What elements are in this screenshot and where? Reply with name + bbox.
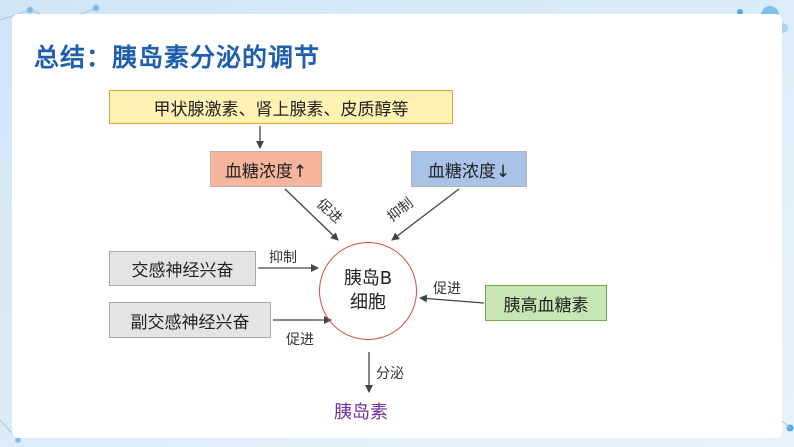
label-symp-inhibit: 抑制 (269, 250, 297, 266)
label-high-promote: 促进 (313, 196, 345, 227)
node-insulin: 胰岛素 (334, 402, 388, 423)
arrow-glucose-high-to-cell (284, 188, 339, 241)
slide-title: 总结：胰岛素分泌的调节 (34, 43, 321, 72)
label-glucagon-promote: 促进 (433, 281, 461, 297)
node-sympathetic: 交感神经兴奋 (109, 251, 256, 286)
node-glucose-low: 血糖浓度↓ (411, 151, 527, 187)
node-glucose-high: 血糖浓度↑ (210, 151, 322, 187)
node-beta-cell: 胰岛B 细胞 (319, 242, 417, 340)
arrow-glucose-low-to-cell (391, 188, 460, 241)
node-parasympathetic: 副交感神经兴奋 (109, 302, 271, 338)
beta-cell-line-1: 胰岛B (343, 267, 393, 289)
beta-cell-line-2: 细胞 (350, 292, 386, 313)
label-para-promote: 促进 (286, 332, 314, 348)
label-secrete: 分泌 (376, 366, 404, 382)
node-hormones: 甲状腺激素、肾上腺素、皮质醇等 (109, 90, 453, 124)
node-glucagon: 胰高血糖素 (485, 285, 607, 321)
label-low-inhibit: 抑制 (385, 195, 417, 225)
arrow-glucagon-to-cell (419, 294, 485, 304)
